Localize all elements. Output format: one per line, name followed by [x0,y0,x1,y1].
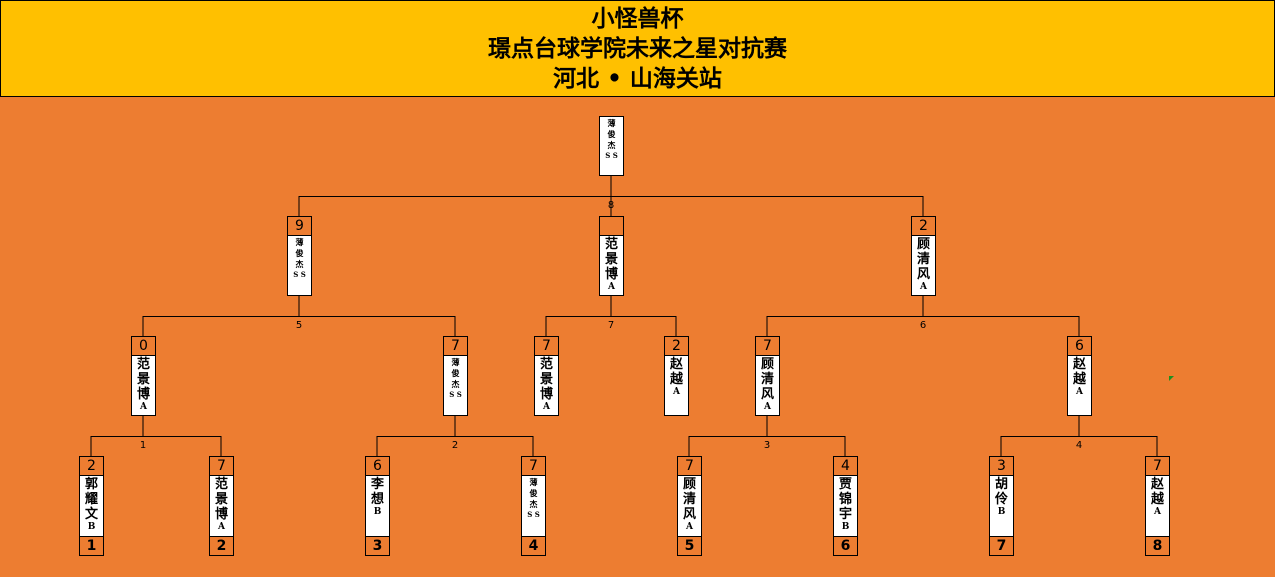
player-suffix: B [997,507,1006,517]
player-suffix: A [1154,507,1161,517]
match-label: 6 [919,320,927,331]
title-venue: 河北 • 山海关站 [553,65,722,92]
player-score: 6 [1068,337,1091,356]
seed-number: 5 [678,536,701,555]
player-score: 2 [80,457,103,476]
player-score: 3 [990,457,1013,476]
match-label: 1 [139,440,147,451]
player-score: 7 [1146,457,1169,476]
player-suffix: S S [293,270,306,279]
player-score: 0 [132,337,155,356]
player-suffix: A [920,282,927,292]
match-label: 5 [295,320,303,331]
match-label: 8 [607,200,615,211]
player-suffix: A [686,522,693,532]
seed-number: 1 [80,536,103,555]
player-suffix: B [373,507,382,517]
seed-number: 4 [522,536,545,555]
seed-number: 6 [834,536,857,555]
player-score: 2 [912,217,935,236]
seed-number: 3 [366,536,389,555]
player-suffix: B [87,522,96,532]
match-label: 2 [451,440,459,451]
player-suffix: A [140,402,147,412]
player-suffix: S S [527,510,540,519]
player-score: 2 [665,337,688,356]
player-suffix: A [1076,387,1083,397]
cell-marker-icon [1169,376,1174,381]
title-cup: 小怪兽杯 [591,5,684,32]
match-label: 4 [1075,440,1083,451]
player-suffix: A [608,282,615,292]
player-score [600,217,623,236]
player-suffix: A [218,522,225,532]
player-score: 4 [834,457,857,476]
match-label: 7 [607,320,615,331]
player-score: 7 [756,337,779,356]
match-label: 3 [763,440,771,451]
player-suffix: A [764,402,771,412]
player-score: 6 [366,457,389,476]
player-score: 7 [678,457,701,476]
player-suffix: A [543,402,550,412]
player-score: 7 [535,337,558,356]
player-suffix: B [841,522,850,532]
player-score: 7 [444,337,467,356]
player-score: 9 [288,217,311,236]
player-suffix: S S [605,151,618,160]
seed-number: 7 [990,536,1013,555]
player-suffix: S S [449,390,462,399]
seed-number: 2 [210,536,233,555]
player-suffix: A [673,387,680,397]
player-score: 7 [522,457,545,476]
seed-number: 8 [1146,536,1169,555]
header-banner: 小怪兽杯 璟点台球学院未来之星对抗赛 河北 • 山海关站 [0,0,1275,97]
title-event: 璟点台球学院未来之星对抗赛 [488,35,787,62]
player-score: 7 [210,457,233,476]
